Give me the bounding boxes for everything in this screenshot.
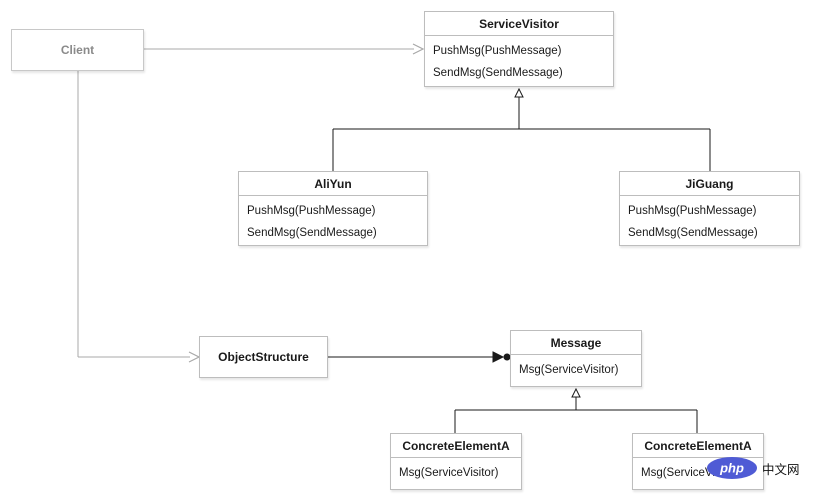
concrete-element-a-left-class[interactable]: ConcreteElementA Msg(ServiceVisitor) (390, 433, 522, 490)
servicevisitor-method-pushmsg: PushMsg(PushMessage) (433, 45, 562, 57)
servicevisitor-title: ServiceVisitor (425, 12, 613, 36)
php-cn-watermark: php 中文网 (706, 455, 811, 481)
client-box[interactable]: Client (11, 29, 144, 71)
jiguang-method-sendmsg: SendMsg(SendMessage) (628, 227, 758, 239)
concrete-element-a-left-title: ConcreteElementA (391, 434, 521, 458)
php-logo-icon: php (707, 457, 757, 479)
objectstructure-to-message-arrowhead (492, 351, 505, 363)
jiguang-title: JiGuang (620, 172, 799, 196)
jiguang-methods: PushMsg(PushMessage) SendMsg(SendMessage… (620, 196, 799, 244)
message-title: Message (511, 331, 641, 355)
objectstructure-label: ObjectStructure (218, 350, 309, 364)
concrete-element-a-left-method-msg: Msg(ServiceVisitor) (399, 467, 499, 479)
message-methods: Msg(ServiceVisitor) (511, 355, 641, 381)
client-to-objectstructure-arrowhead (188, 351, 201, 363)
servicevisitor-inheritance-triangle (514, 87, 524, 98)
servicevisitor-class[interactable]: ServiceVisitor PushMsg(PushMessage) Send… (424, 11, 614, 87)
jiguang-class[interactable]: JiGuang PushMsg(PushMessage) SendMsg(Sen… (619, 171, 800, 246)
servicevisitor-methods: PushMsg(PushMessage) SendMsg(SendMessage… (425, 36, 613, 84)
php-logo-ellipse (707, 457, 757, 479)
concrete-element-a-left-methods: Msg(ServiceVisitor) (391, 458, 521, 484)
objectstructure-to-message-dot (503, 353, 511, 361)
message-inheritance-triangle (571, 387, 581, 398)
servicevisitor-method-sendmsg: SendMsg(SendMessage) (433, 67, 563, 79)
jiguang-method-pushmsg: PushMsg(PushMessage) (628, 205, 757, 217)
aliyun-method-pushmsg: PushMsg(PushMessage) (247, 205, 376, 217)
aliyun-methods: PushMsg(PushMessage) SendMsg(SendMessage… (239, 196, 427, 244)
client-to-servicevisitor-arrowhead (412, 43, 425, 55)
php-logo-text: php (719, 461, 744, 476)
aliyun-method-sendmsg: SendMsg(SendMessage) (247, 227, 377, 239)
php-site-text: 中文网 (762, 461, 800, 477)
objectstructure-box[interactable]: ObjectStructure (199, 336, 328, 378)
concrete-element-a-right-title: ConcreteElementA (633, 434, 763, 458)
aliyun-title: AliYun (239, 172, 427, 196)
message-method-msg: Msg(ServiceVisitor) (519, 364, 619, 376)
aliyun-class[interactable]: AliYun PushMsg(PushMessage) SendMsg(Send… (238, 171, 428, 246)
client-label: Client (60, 43, 95, 57)
message-class[interactable]: Message Msg(ServiceVisitor) (510, 330, 642, 387)
